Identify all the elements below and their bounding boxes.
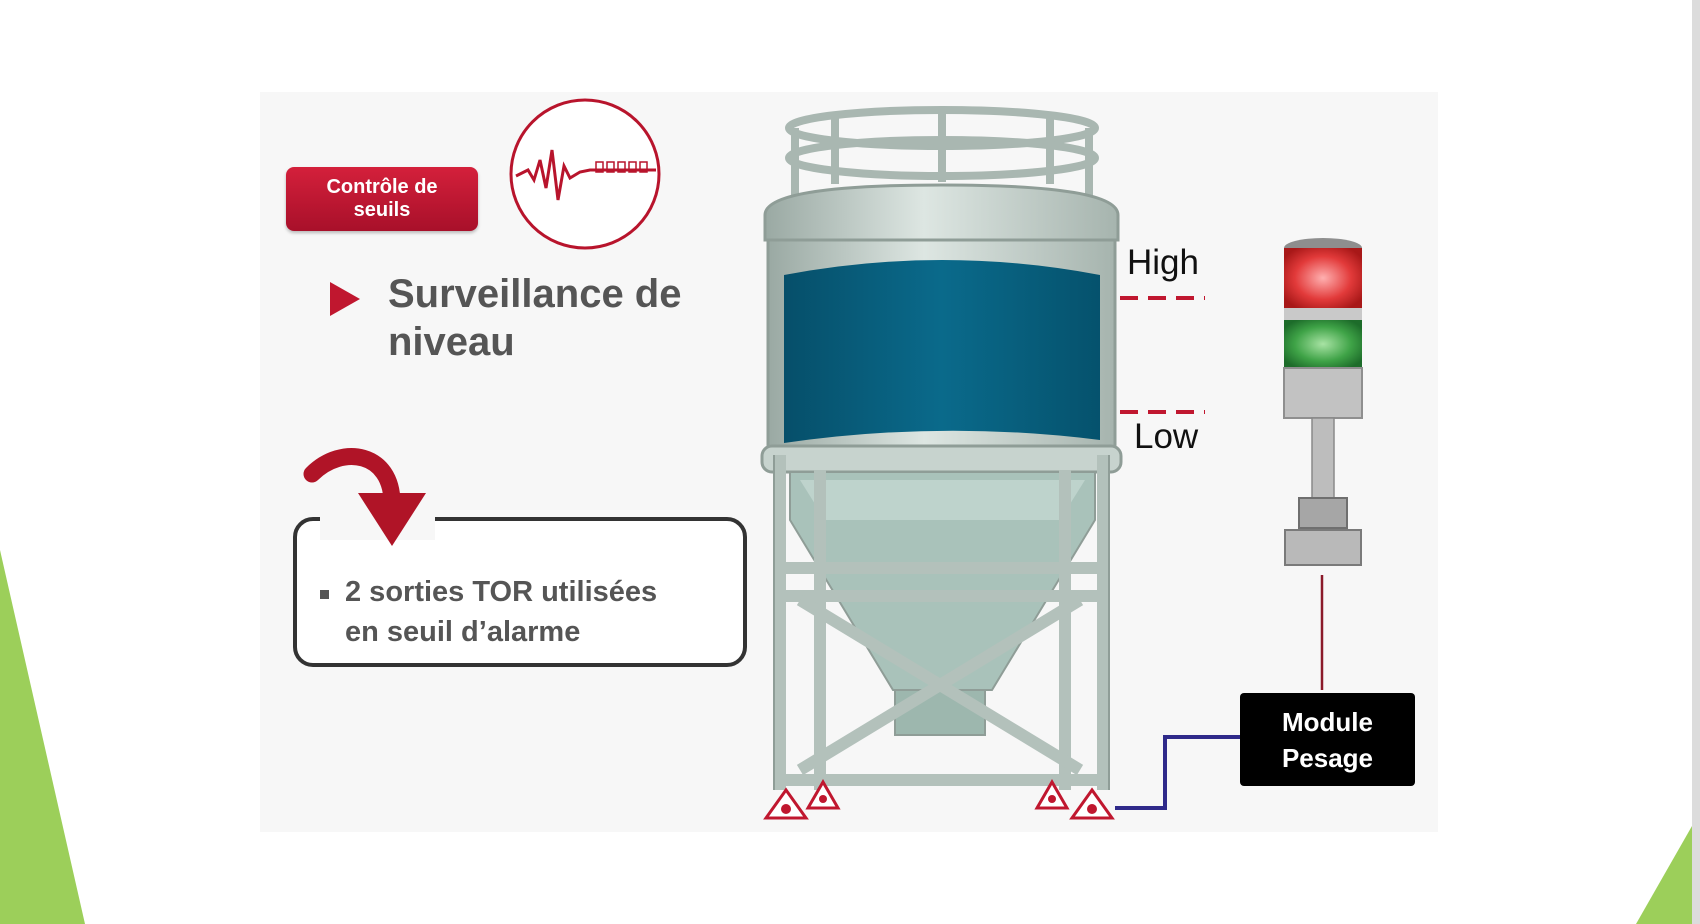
alarm-note: 2 sorties TOR utilisées en seuil d’alarm… xyxy=(345,572,657,652)
title-line-2: niveau xyxy=(388,320,515,364)
badge-line-1: Contrôle de xyxy=(326,176,438,198)
threshold-control-badge: Contrôle de seuils xyxy=(286,167,478,231)
weighing-module-box: Module Pesage xyxy=(1240,693,1415,786)
module-line-1: Module xyxy=(1282,706,1373,737)
note-line-1: 2 sorties TOR utilisées xyxy=(345,576,658,608)
low-level-label: Low xyxy=(1134,417,1199,456)
tank-contents xyxy=(784,260,1100,443)
silo-legs xyxy=(774,455,1109,790)
load-cell-wire xyxy=(1115,735,1240,810)
slide-green-left-accent xyxy=(0,550,85,924)
page-title: Surveillance de niveau xyxy=(388,270,681,366)
play-arrow-icon xyxy=(330,282,360,316)
curved-arrow-icon xyxy=(303,448,426,546)
title-line-1: Surveillance de xyxy=(388,272,682,316)
note-box xyxy=(293,517,747,667)
signal-waveform-icon xyxy=(509,98,661,250)
high-level-label: High xyxy=(1127,243,1199,282)
module-line-2: Pesage xyxy=(1281,742,1374,773)
silo-guard-rail xyxy=(785,106,1099,200)
badge-line-2: seuils xyxy=(353,199,411,221)
note-line-2: en seuil d’alarme xyxy=(345,616,581,648)
slide-green-right-accent xyxy=(1636,812,1700,924)
signal-tower-light-icon xyxy=(1283,238,1363,566)
